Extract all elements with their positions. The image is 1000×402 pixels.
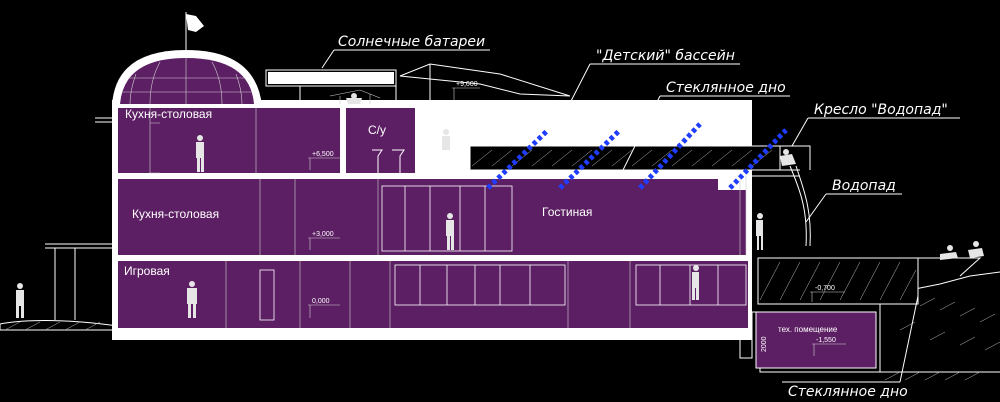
callout-glass-top-text: Стеклянное дно bbox=[666, 80, 786, 96]
callout-glass-bottom: Стеклянное дно bbox=[782, 295, 919, 400]
label-wc: С/у bbox=[368, 123, 386, 137]
glass-bottom-highlights bbox=[486, 122, 788, 190]
callout-glass-top: Стеклянное дно bbox=[621, 80, 790, 173]
solar-panels bbox=[265, 69, 397, 104]
wc-fixtures bbox=[372, 149, 405, 173]
level-floor2: +3,000 bbox=[312, 231, 334, 238]
partitions bbox=[149, 108, 631, 328]
dome-grid bbox=[122, 58, 252, 105]
label-kitchen-top: Кухня-столовая bbox=[125, 107, 212, 121]
label-playroom: Игровая bbox=[124, 264, 170, 278]
callout-kids-pool-text: "Детский" бассейн bbox=[596, 48, 735, 64]
room-kitchen-top bbox=[118, 108, 340, 173]
room-wc bbox=[345, 108, 415, 173]
callout-glass-bottom-text: Стеклянное дно bbox=[788, 384, 908, 400]
room-playroom bbox=[118, 261, 748, 328]
callout-chair-text: Кресло "Водопад" bbox=[814, 102, 948, 118]
umbrella bbox=[329, 63, 571, 104]
level-floor3: +6,500 bbox=[312, 151, 334, 158]
label-kitchen-mid: Кухня-столовая bbox=[132, 207, 219, 221]
level-roof: +9,600 bbox=[456, 81, 478, 88]
level-floor1: 0,000 bbox=[312, 298, 330, 305]
callout-kids-pool: "Детский" бассейн bbox=[549, 48, 740, 143]
label-living: Гостиная bbox=[542, 205, 592, 219]
dome-interior bbox=[120, 58, 254, 104]
room-tech bbox=[755, 311, 877, 369]
glazing-ground bbox=[259, 264, 747, 321]
level-marks: +9,600 +6,500 +3,000 0,000 -0,700 -1,550… bbox=[308, 81, 846, 356]
callout-solar: Солнечные батареи bbox=[321, 34, 490, 69]
callout-solar-text: Солнечные батареи bbox=[338, 34, 485, 50]
level-tech-height: 2000 bbox=[761, 336, 768, 352]
people bbox=[16, 93, 984, 318]
room-kitchen-mid bbox=[118, 179, 718, 255]
callout-waterfall: Водопад bbox=[805, 178, 902, 223]
callout-chair: Кресло "Водопад" bbox=[791, 102, 960, 147]
building-section bbox=[45, 50, 752, 340]
entrance-canopy bbox=[45, 243, 112, 320]
lower-pool bbox=[757, 257, 982, 305]
glazing-living bbox=[381, 185, 513, 252]
callout-waterfall-text: Водопад bbox=[832, 178, 896, 194]
flag bbox=[185, 12, 204, 50]
label-tech-room: тех. помещение bbox=[778, 325, 838, 334]
level-pool: -0,700 bbox=[815, 285, 835, 292]
level-tech: -1,550 bbox=[816, 337, 836, 344]
waterfall bbox=[789, 165, 811, 247]
